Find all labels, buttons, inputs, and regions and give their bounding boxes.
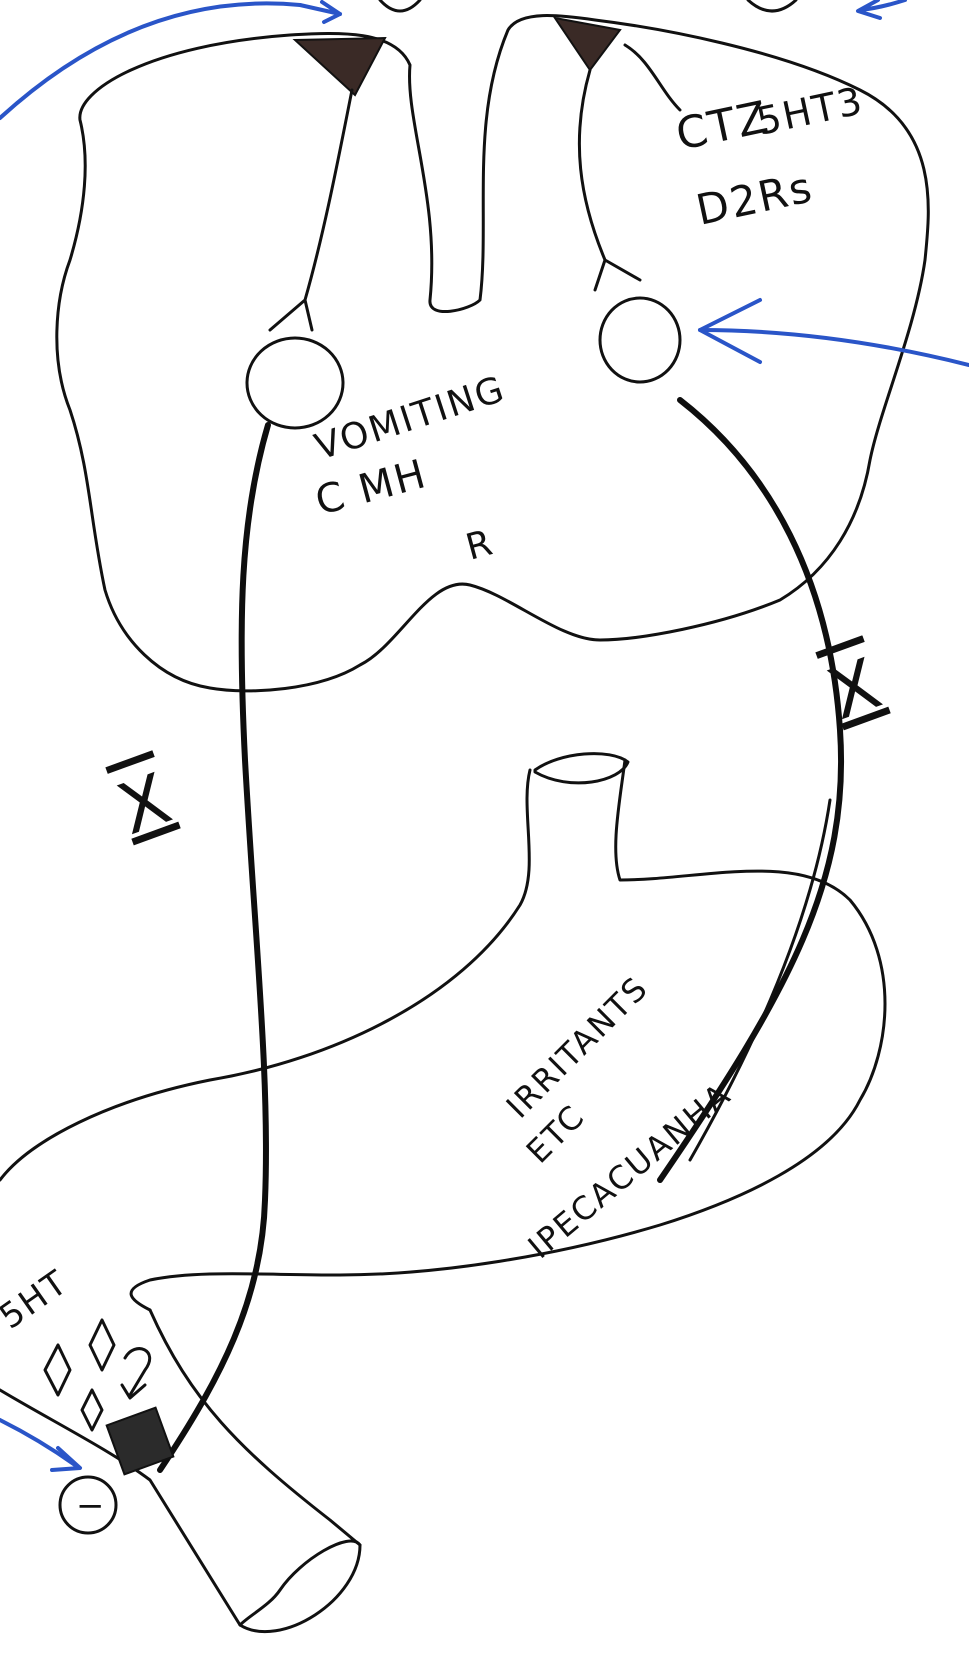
label-vagus-left: X — [108, 757, 183, 851]
serotonin-granule-2 — [90, 1320, 114, 1370]
stomach — [0, 754, 885, 1632]
vagus-nerve-right — [660, 400, 841, 1180]
serotonin-granule-1 — [45, 1345, 70, 1395]
top-circle-left-partial — [380, 0, 420, 11]
blue-arrow-top-left — [0, 2, 340, 118]
ctz-projection-left — [270, 90, 352, 330]
blue-arrow-right-centre — [700, 300, 969, 365]
label-vagus-right: X — [818, 642, 893, 736]
label-minus: − — [76, 1486, 107, 1526]
top-circle-right-partial — [748, 0, 796, 11]
blue-arrow-top-right — [858, 0, 905, 18]
ctz-label-leader — [625, 45, 680, 110]
ctz-wedge-left — [295, 38, 385, 95]
vomiting-centre-right — [600, 298, 680, 382]
serotonin-release-arrow — [122, 1349, 150, 1398]
label-5ht3: 5HT3 — [753, 78, 868, 144]
serotonin-granule-3 — [82, 1390, 102, 1430]
label-irritants: IRRITANTS — [499, 969, 656, 1126]
ctz-wedge-right — [555, 18, 620, 70]
label-r: R — [462, 522, 499, 569]
label-5ht-gut: 5HT — [0, 1262, 76, 1337]
vomiting-centre-left — [247, 338, 343, 428]
label-d2rs: D2Rs — [692, 162, 818, 234]
ctz-projection-right — [579, 70, 640, 290]
label-ipecacuanha: IPECACUANHA — [521, 1075, 739, 1266]
vagus-nerve-left — [160, 425, 268, 1470]
